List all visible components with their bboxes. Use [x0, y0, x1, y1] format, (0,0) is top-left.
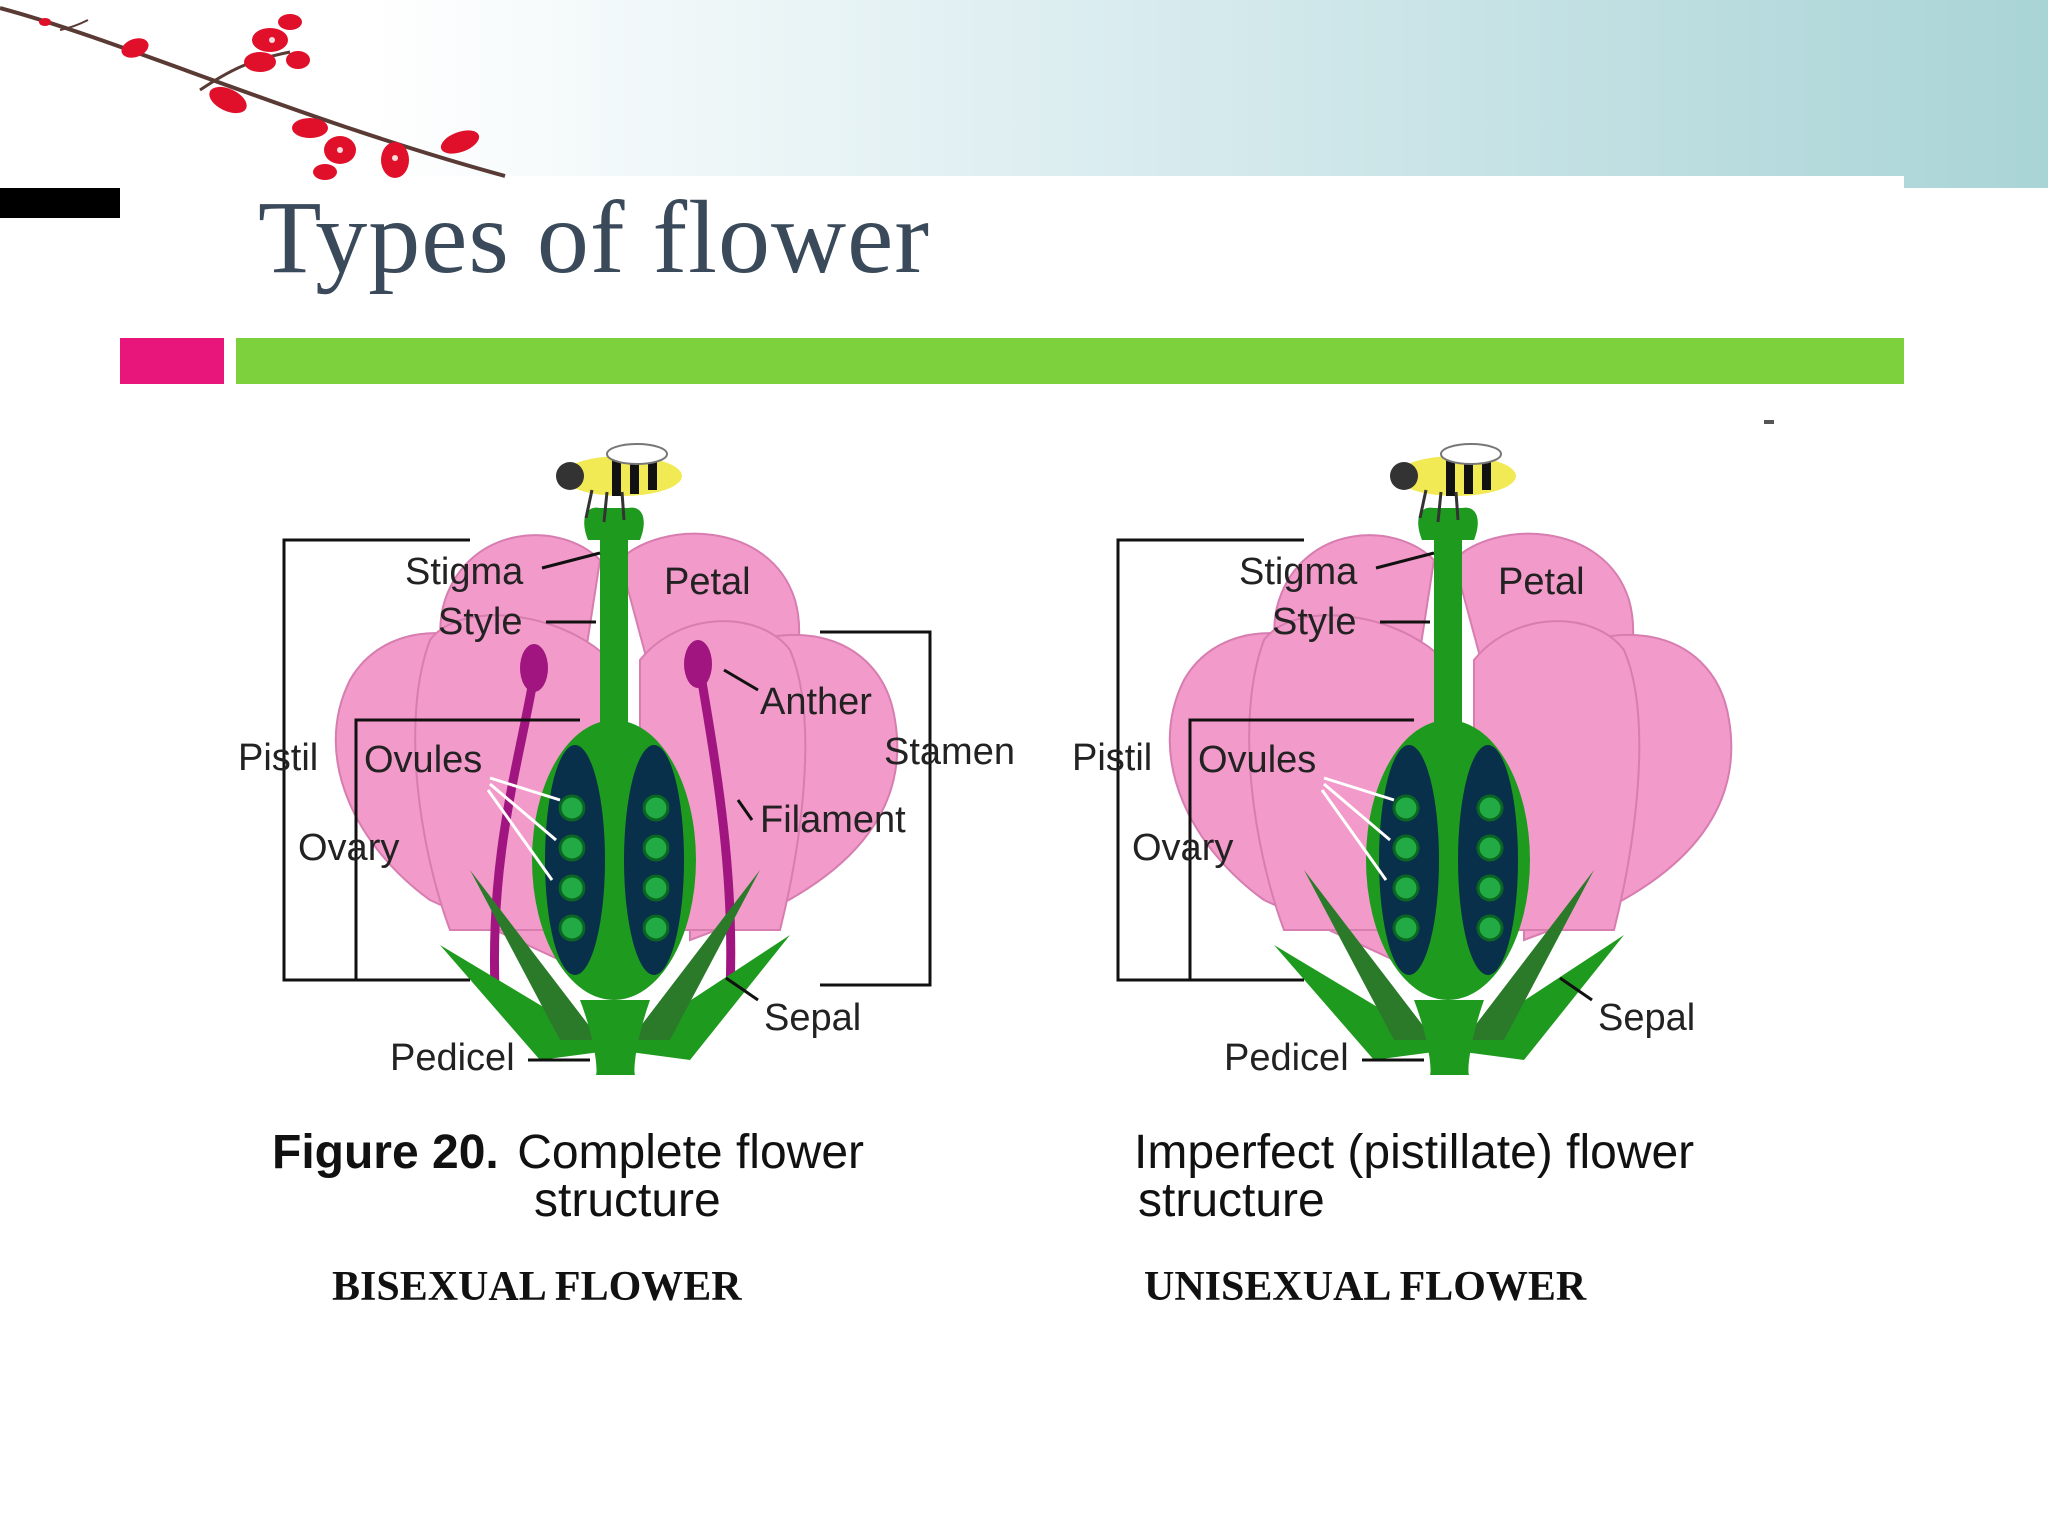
- black-tab: [0, 188, 120, 218]
- anther-left: [520, 644, 548, 692]
- label-stigma: Stigma: [405, 551, 524, 593]
- pistil-bracket: [282, 538, 470, 982]
- label-style: Style: [438, 601, 522, 643]
- bee-icon-2: [1390, 443, 1516, 523]
- pedicel: [580, 1000, 650, 1075]
- caption-2-line-2: structure: [1138, 1174, 1325, 1227]
- label-anther: Anther: [760, 681, 872, 723]
- caption-figure-number: Figure 20.: [272, 1126, 499, 1179]
- blossom-branch-decoration: [0, 6, 506, 180]
- caption-line-2: structure: [534, 1174, 721, 1227]
- slide-title: Types of flower: [258, 180, 930, 295]
- ovary-bracket: [354, 718, 580, 980]
- label-pistil-2: Pistil: [1072, 737, 1152, 779]
- caption-2-line-1: Imperfect (pistillate) flower: [1134, 1126, 1694, 1179]
- small-dash: [1764, 420, 1774, 424]
- label-sepal: Sepal: [764, 997, 861, 1039]
- anther-right: [684, 640, 712, 688]
- style: [600, 540, 628, 740]
- ovules: [558, 794, 670, 942]
- figure-1-caption: Figure 20. Complete flower: [272, 1126, 864, 1179]
- label-pedicel-2: Pedicel: [1224, 1037, 1349, 1079]
- label-stigma-2: Stigma: [1239, 551, 1358, 593]
- label-ovules-2: Ovules: [1198, 739, 1316, 781]
- green-divider-bar: [236, 338, 1904, 384]
- bee-icon: [556, 443, 682, 523]
- label-ovules: Ovules: [364, 739, 482, 781]
- label-pedicel: Pedicel: [390, 1037, 515, 1079]
- label-ovary: Ovary: [298, 827, 399, 869]
- stamens: [489, 665, 736, 995]
- label-filament: Filament: [760, 799, 906, 841]
- label-style-2: Style: [1272, 601, 1356, 643]
- label-petal-2: Petal: [1498, 561, 1585, 603]
- flower-type-unisexual: UNISEXUAL FLOWER: [1144, 1264, 1587, 1310]
- label-petal: Petal: [664, 561, 751, 603]
- label-stamen: Stamen: [884, 731, 1015, 773]
- flower-type-bisexual: BISEXUAL FLOWER: [332, 1264, 742, 1310]
- stamen-bracket: [820, 630, 932, 987]
- label-pistil: Pistil: [238, 737, 318, 779]
- label-ovary-2: Ovary: [1132, 827, 1233, 869]
- stigma: [584, 507, 644, 540]
- label-sepal-2: Sepal: [1598, 997, 1695, 1039]
- caption-line-1: Complete flower: [517, 1126, 864, 1179]
- pink-accent-bar: [120, 338, 224, 384]
